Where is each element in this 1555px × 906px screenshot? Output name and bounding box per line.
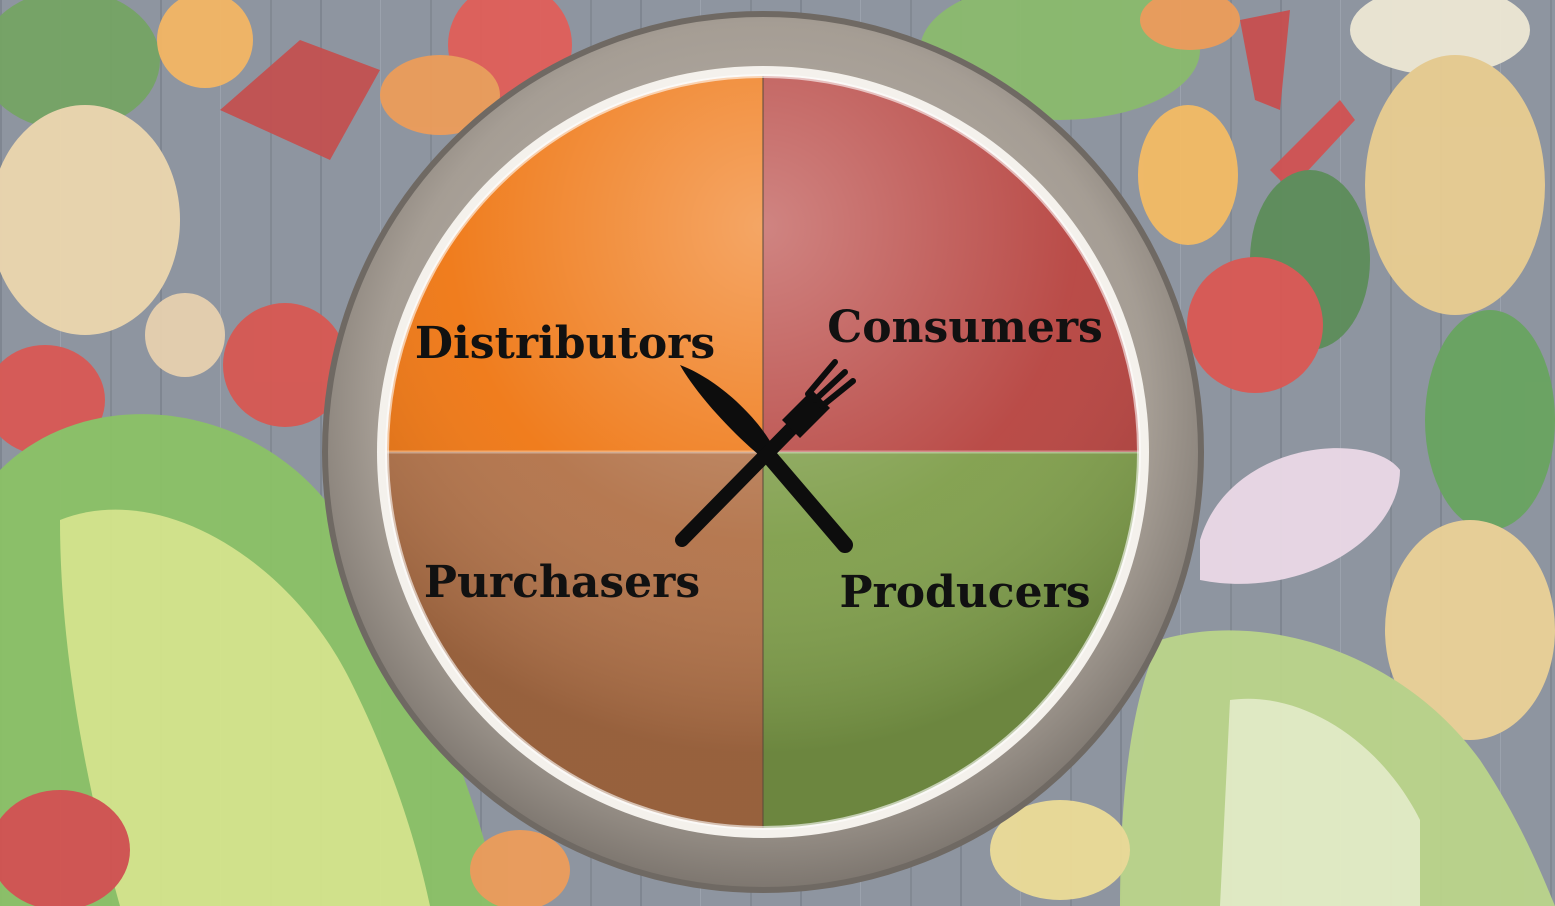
crossed-knife-and-fork-icon	[675, 359, 856, 553]
label-distributors: Distributors	[415, 318, 715, 369]
label-producers: Producers	[839, 567, 1090, 618]
label-purchasers: Purchasers	[424, 557, 700, 608]
label-consumers: Consumers	[827, 302, 1103, 353]
